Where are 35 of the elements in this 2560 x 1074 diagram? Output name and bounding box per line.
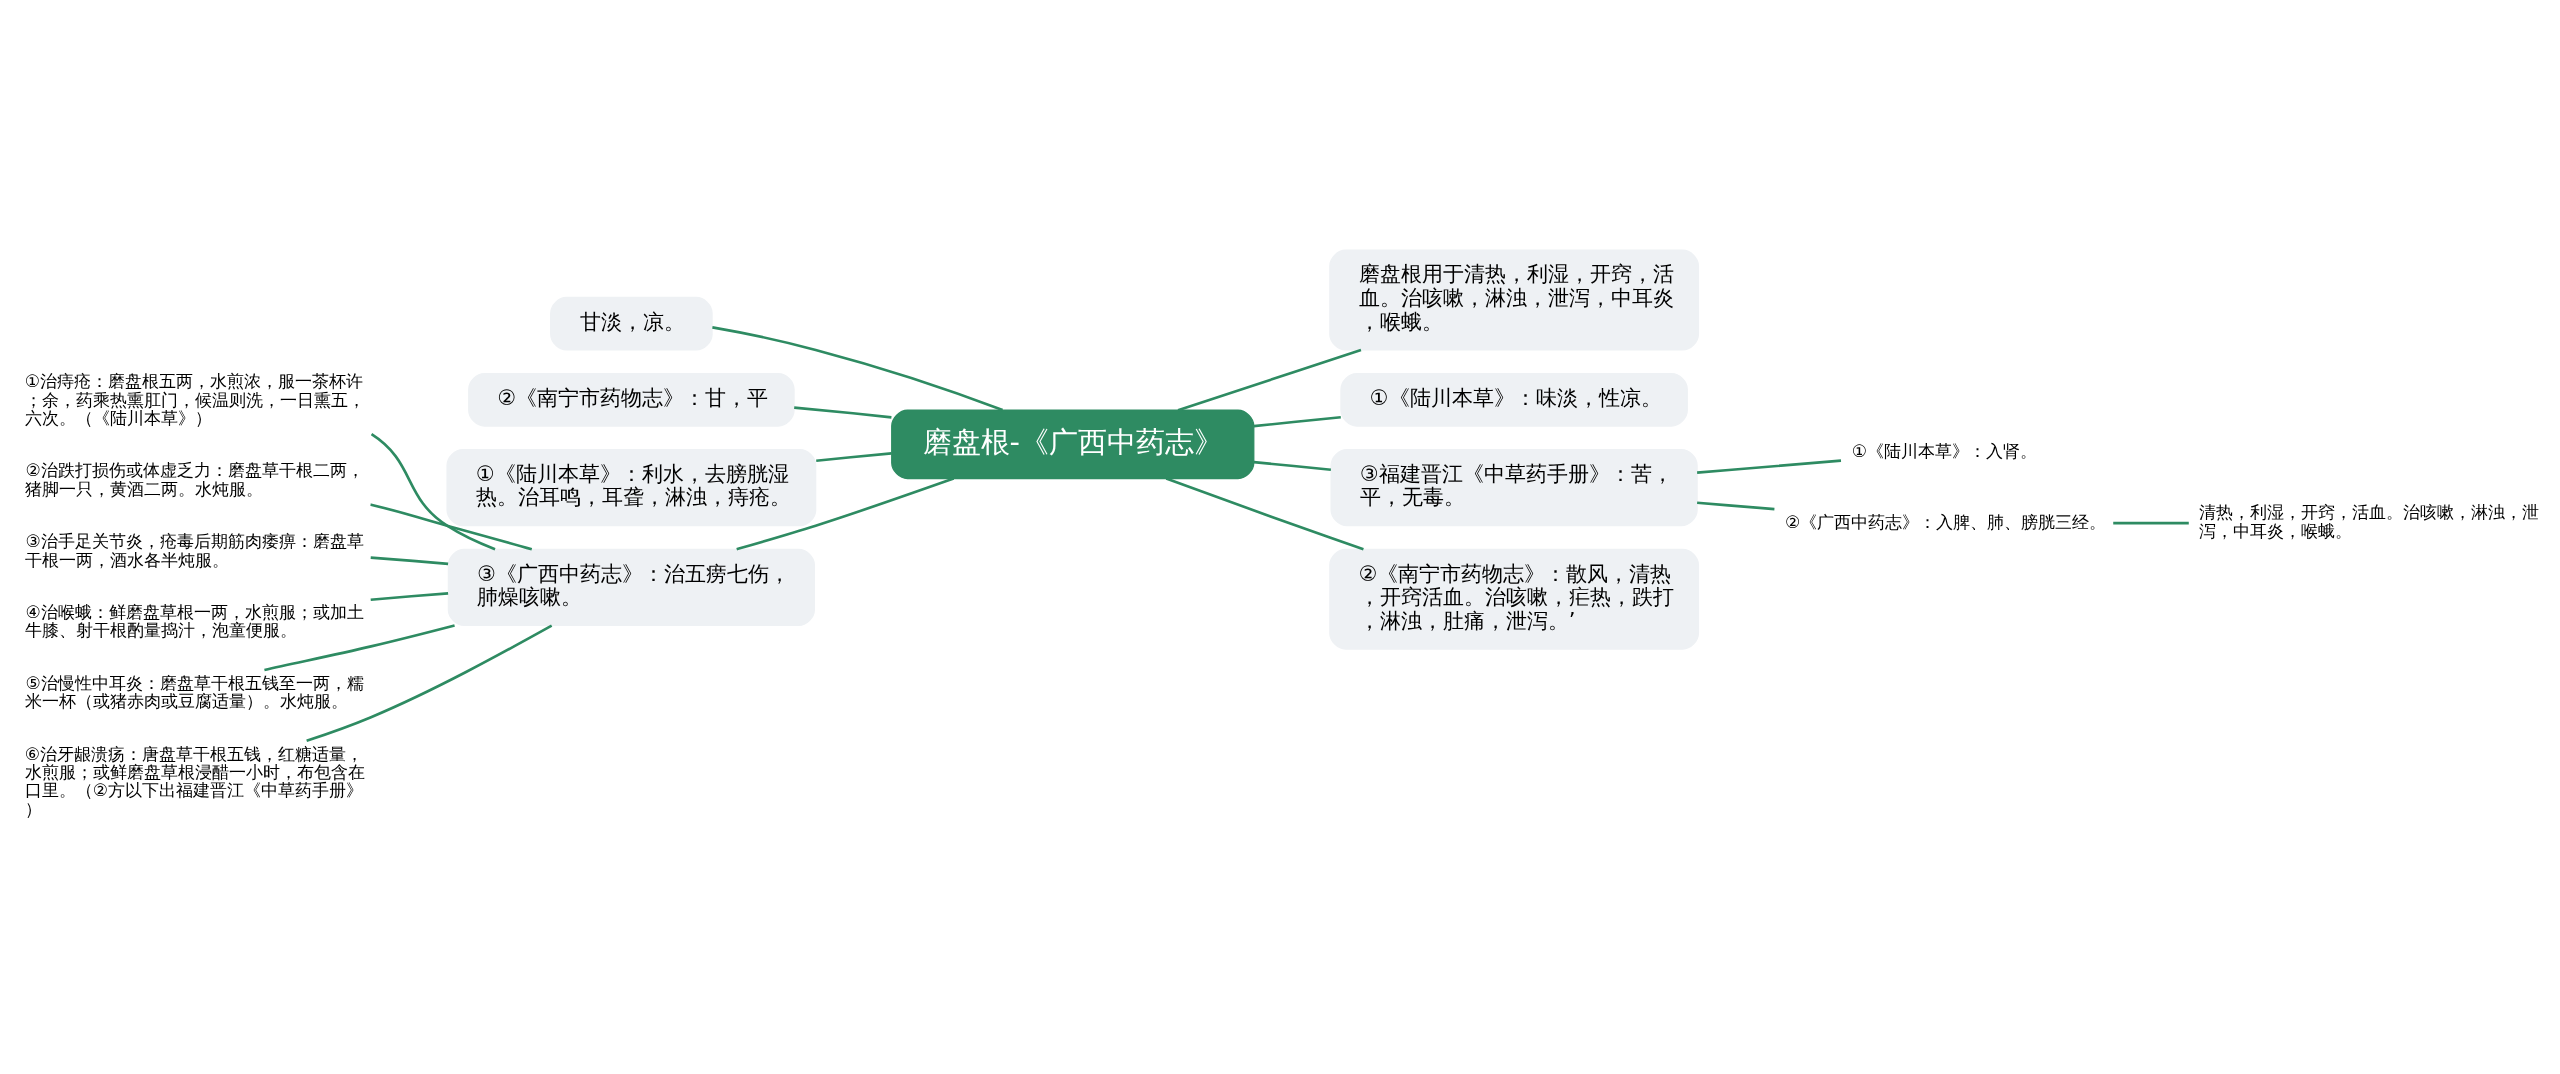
node-box: 磨盘根-《广西中药志》 xyxy=(891,409,1255,479)
connector xyxy=(370,555,449,565)
node-text: ②治跌打损伤或体虚乏力：磨盘草干根二两，猪脚一只，黄酒二两。水炖服。 xyxy=(25,459,364,499)
node-text: ④治喉蛾：鲜磨盘草根一两，水煎服；或加土牛膝、射干根酌量捣汁，泡童便服。 xyxy=(25,601,364,640)
node-box: 甘淡，凉。 xyxy=(550,296,713,351)
connector xyxy=(370,432,496,550)
connector xyxy=(1697,458,1842,474)
node-text: 清热，利湿，开窍，活血。治咳嗽，淋浊，泄泻，中耳炎，喉蛾。 xyxy=(2199,501,2540,541)
node-box: ①《陆川本草》：利水，去膀胱湿热。治耳鸣，耳聋，淋浊，痔疮。 xyxy=(446,448,817,526)
connector xyxy=(1253,415,1341,427)
node-text: ①治痔疮：磨盘根五两，水煎浓，服一茶杯许；余，药乘热熏肛门，候温则洗，一日熏五，六次。（《陆川本草》） xyxy=(24,370,365,428)
node-box: ③《广西中药志》：治五痨七伤，肺燥咳嗽。 xyxy=(447,548,815,626)
connector xyxy=(2113,521,2189,524)
node-text: ⑥治牙龈溃疡：唐盘草干根五钱，红糖适量，水煎服；或鲜磨盘草根浸醋一小时，布包含在口里。（②方以下出福建晋江《中草药手册》） xyxy=(24,743,365,819)
node-box: ②《南宁市药物志》：甘，平 xyxy=(468,372,795,427)
connector xyxy=(370,591,449,601)
connector xyxy=(712,325,1004,411)
connector xyxy=(1253,460,1331,471)
connector xyxy=(369,502,533,551)
node-text: ①《陆川本草》：入肾。 xyxy=(1851,440,2038,461)
connector xyxy=(306,623,553,742)
connector xyxy=(1697,500,1775,510)
node-box: ②《南宁市药物志》：散风，清热，开窍活血。治咳嗽，疟热，跌打，淋浊，肚痛，泄泻。’ xyxy=(1329,548,1700,650)
node-text: ⑤治慢性中耳炎：磨盘草干根五钱至一两，糯米一杯（或猪赤肉或豆腐适量）。水炖服。 xyxy=(25,672,364,711)
node-box: ①《陆川本草》：味淡，性凉。 xyxy=(1340,372,1688,427)
connector xyxy=(1177,348,1362,411)
connector xyxy=(1165,476,1364,550)
node-text: ②《广西中药志》：入脾、肺、膀胱三经。 xyxy=(1784,511,2107,532)
connector xyxy=(794,405,892,419)
node-box: 磨盘根用于清热，利湿，开窍，活血。治咳嗽，淋浊，泄泻，中耳炎，喉蛾。 xyxy=(1329,249,1700,351)
connector xyxy=(816,451,892,462)
connector xyxy=(736,476,955,550)
node-text: ③治手足关节炎，疮毒后期筋肉痿痹：磨盘草干根一两，酒水各半炖服。 xyxy=(25,530,364,570)
connector xyxy=(264,623,455,671)
node-box: ③福建晋江《中草药手册》：苦，平，无毒。 xyxy=(1330,448,1698,526)
